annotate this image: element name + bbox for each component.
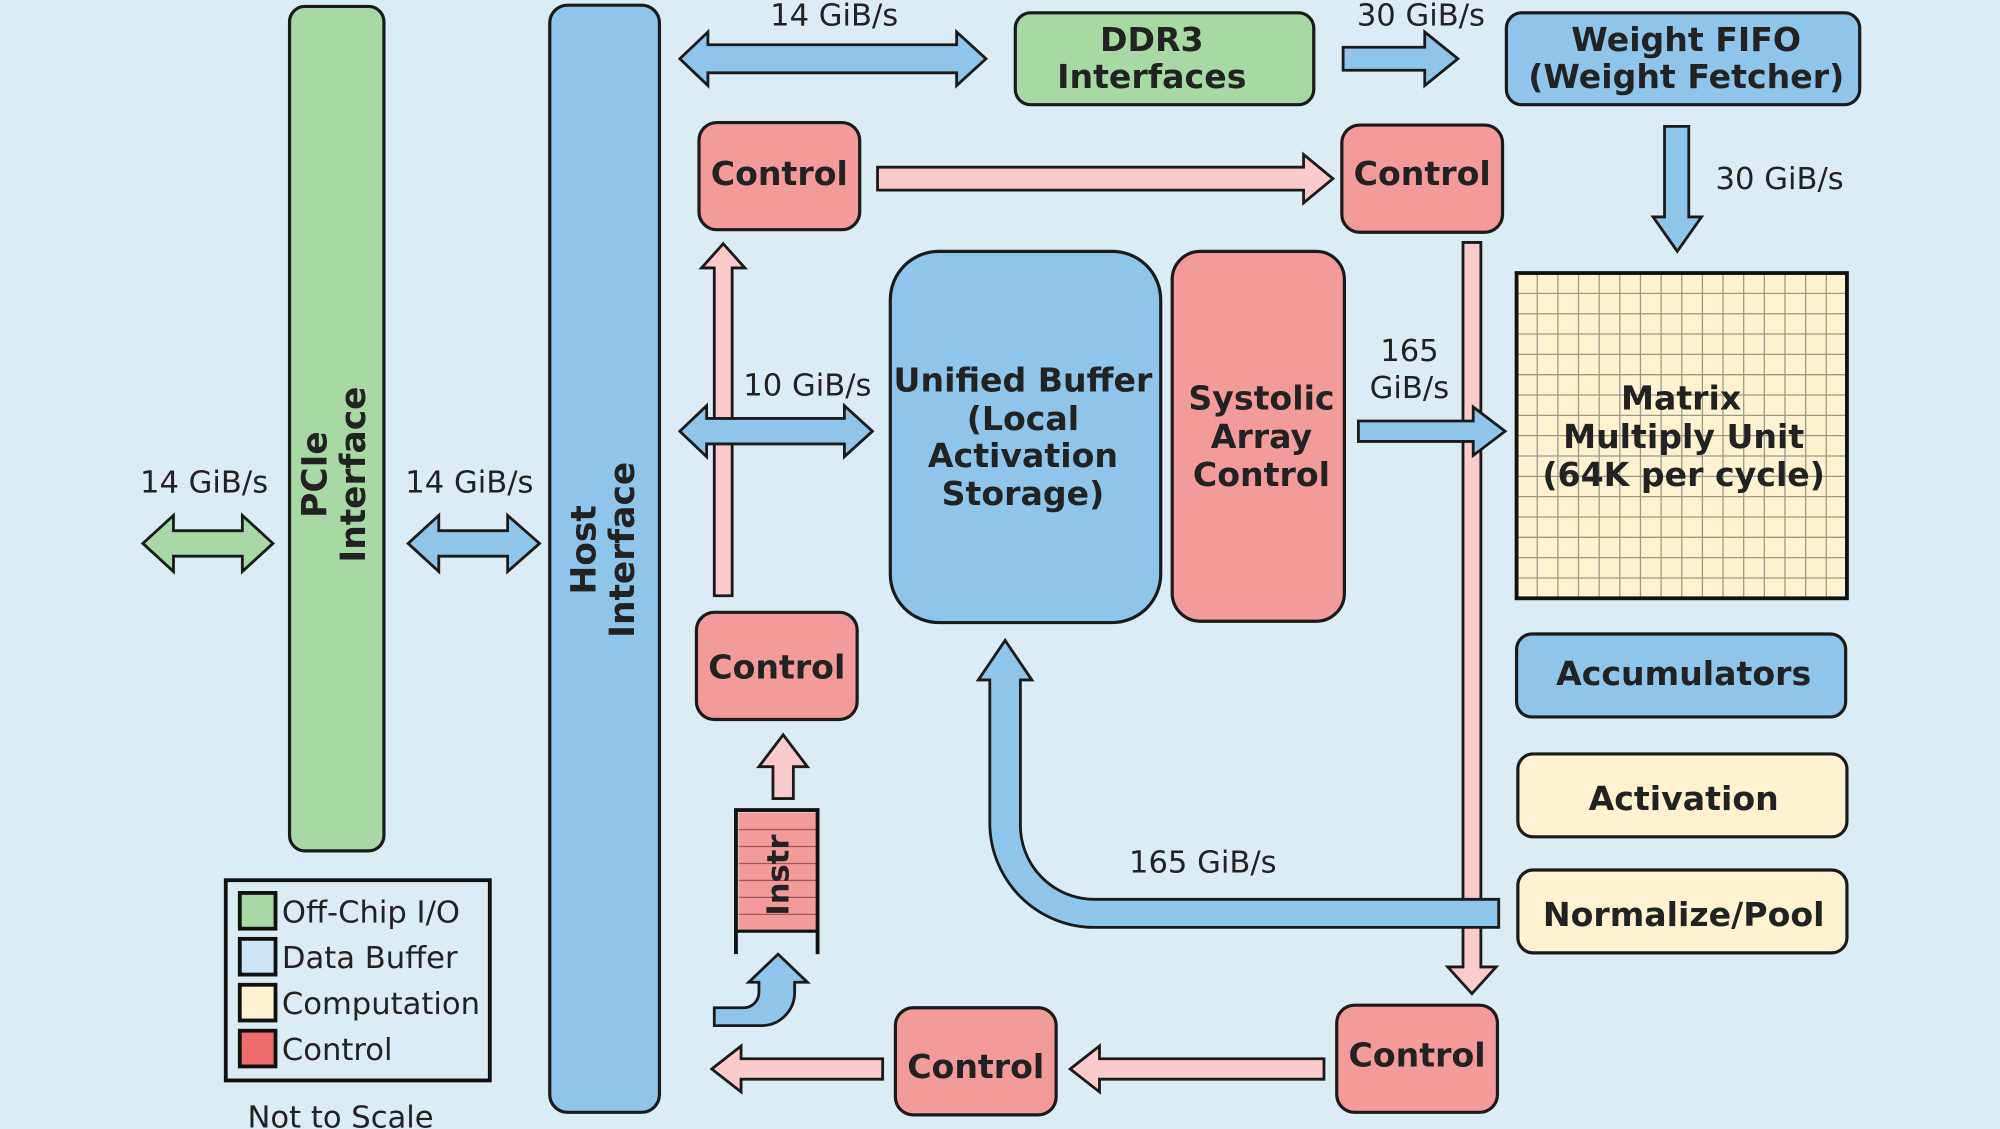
- mmu-label-1: Matrix: [1621, 379, 1741, 418]
- host-ddr3-bandwidth: 14 GiB/s: [770, 0, 898, 34]
- host-bar: [548, 3, 662, 1114]
- control-block-bottom-middle[interactable]: Control: [893, 1006, 1058, 1117]
- pcie-bar: [287, 4, 386, 853]
- control-label: Control: [1349, 1035, 1486, 1074]
- unified-buffer-box: [888, 249, 1163, 625]
- systolic-label-1: Systolic: [1188, 379, 1334, 418]
- accumulators-block[interactable]: Accumulators: [1514, 632, 1848, 719]
- legend: Off-Chip I/O Data BufferComputationContro…: [223, 878, 492, 1129]
- control-block-mid-left[interactable]: Control: [694, 610, 859, 722]
- legend-swatch: [237, 891, 278, 931]
- host-ub-bandwidth: 10 GiB/s: [743, 368, 871, 403]
- control-box: [694, 610, 859, 722]
- instr-label: Instr: [761, 835, 796, 916]
- control-box: [697, 120, 862, 232]
- control-block-top-right[interactable]: Control: [1340, 123, 1505, 234]
- legend-label: Off-Chip I/O: [282, 895, 460, 930]
- activation-label: Activation: [1589, 779, 1779, 818]
- instr-input-arrow: [712, 952, 811, 1027]
- feedback-arrow: [975, 637, 1501, 929]
- legend-label: Computation: [282, 987, 480, 1022]
- ub-label-4: Storage): [942, 474, 1105, 513]
- pcie-external-arrow: [140, 512, 276, 575]
- feedback-bandwidth: 165 GiB/s: [1129, 846, 1277, 881]
- pcie-host-arrow: [406, 512, 542, 575]
- ddr3-interfaces-block[interactable]: DDR3 Interfaces: [1013, 11, 1316, 107]
- control-box: [1340, 123, 1505, 234]
- legend-swatch: [237, 982, 278, 1023]
- pcie-host-bandwidth: 14 GiB/s: [405, 465, 533, 500]
- matrix-multiply-unit-block[interactable]: Matrix Multiply Unit (64K per cycle): [1514, 271, 1849, 601]
- mmu-label-2: Multiply Unit: [1563, 417, 1804, 456]
- ub-label-3: Activation: [928, 436, 1118, 475]
- control-box: [893, 1006, 1058, 1117]
- systolic-array-control-block[interactable]: Systolic Array Control: [1170, 249, 1346, 623]
- control-block-bottom-right[interactable]: Control: [1335, 1003, 1500, 1114]
- pcie-label-1: PCIe: [296, 431, 336, 518]
- weight-fifo-block[interactable]: Weight FIFO (Weight Fetcher): [1504, 11, 1862, 107]
- legend-label: Control: [282, 1033, 393, 1068]
- weight-fifo-label-1: Weight FIFO: [1571, 20, 1801, 59]
- normalize-pool-label: Normalize/Pool: [1543, 895, 1825, 934]
- instruction-queue-block[interactable]: Instr: [734, 808, 820, 955]
- systolic-label-3: Control: [1193, 455, 1330, 494]
- mmu-border: [1514, 271, 1849, 601]
- fifo-mmu-bandwidth: 30 GiB/s: [1716, 162, 1844, 197]
- pcie-interface-block[interactable]: PCIe Interface: [287, 4, 386, 853]
- control-bottom-left-arrow-2: [709, 1043, 885, 1095]
- normalize-pool-box: [1516, 868, 1849, 955]
- mmu-grid: [1516, 273, 1847, 599]
- control-top-arrow: [876, 151, 1336, 206]
- host-ddr3-arrow: [677, 28, 989, 89]
- weight-fifo-label-2: (Weight Fetcher): [1528, 57, 1844, 96]
- host-label-1: Host: [565, 505, 605, 594]
- normalize-pool-block[interactable]: Normalize/Pool: [1516, 868, 1849, 955]
- fifo-mmu-arrow: [1650, 124, 1705, 254]
- pcie-external-bandwidth: 14 GiB/s: [140, 465, 268, 500]
- ddr3-label-2: Interfaces: [1057, 57, 1246, 96]
- activation-block[interactable]: Activation: [1516, 752, 1849, 839]
- legend-swatch: [237, 936, 278, 977]
- control-label: Control: [708, 648, 845, 687]
- control-box: [1335, 1003, 1500, 1114]
- host-interface-block[interactable]: Host Interface: [548, 3, 662, 1114]
- not-to-scale-note: Not to Scale: [247, 1101, 433, 1129]
- ub-label-2: (Local: [967, 399, 1079, 438]
- legend-label: Data Buffer: [282, 941, 458, 976]
- systolic-label-2: Array: [1211, 417, 1313, 456]
- unified-buffer-block[interactable]: Unified Buffer (Local Activation Storage…: [888, 249, 1163, 625]
- instr-fill: [738, 812, 818, 932]
- ddr3-box: [1013, 11, 1316, 107]
- ub-label-1: Unified Buffer: [894, 361, 1153, 400]
- accumulators-box: [1514, 632, 1848, 719]
- weight-fifo-box: [1504, 11, 1862, 107]
- control-label: Control: [711, 154, 848, 193]
- accumulators-label: Accumulators: [1556, 654, 1811, 693]
- control-right-down-arrow: [1444, 241, 1500, 996]
- ddr3-label-1: DDR3: [1100, 20, 1204, 59]
- systolic-box: [1170, 249, 1346, 623]
- ddr3-fifo-arrow: [1341, 29, 1461, 89]
- control-block-top-left[interactable]: Control: [697, 120, 862, 232]
- host-label-2: Interface: [603, 462, 643, 638]
- legend-swatch: [237, 1028, 278, 1069]
- instr-lines: [738, 828, 818, 916]
- pcie-label-2: Interface: [334, 387, 374, 563]
- control-bottom-left-arrow-1: [1067, 1043, 1326, 1095]
- mmu-label-3: (64K per cycle): [1542, 455, 1825, 494]
- instr-to-control-arrow: [756, 732, 811, 800]
- control-label: Control: [1354, 154, 1491, 193]
- ddr3-fifo-bandwidth: 30 GiB/s: [1357, 0, 1485, 34]
- ub-mmu-bandwidth-2: GiB/s: [1370, 371, 1449, 406]
- control-label: Control: [907, 1047, 1044, 1086]
- instr-outline: [734, 808, 820, 955]
- ub-mmu-bandwidth-1: 165: [1380, 334, 1438, 369]
- activation-box: [1516, 752, 1849, 839]
- ub-mmu-arrow: [1357, 404, 1508, 459]
- host-ub-arrow: [677, 402, 875, 460]
